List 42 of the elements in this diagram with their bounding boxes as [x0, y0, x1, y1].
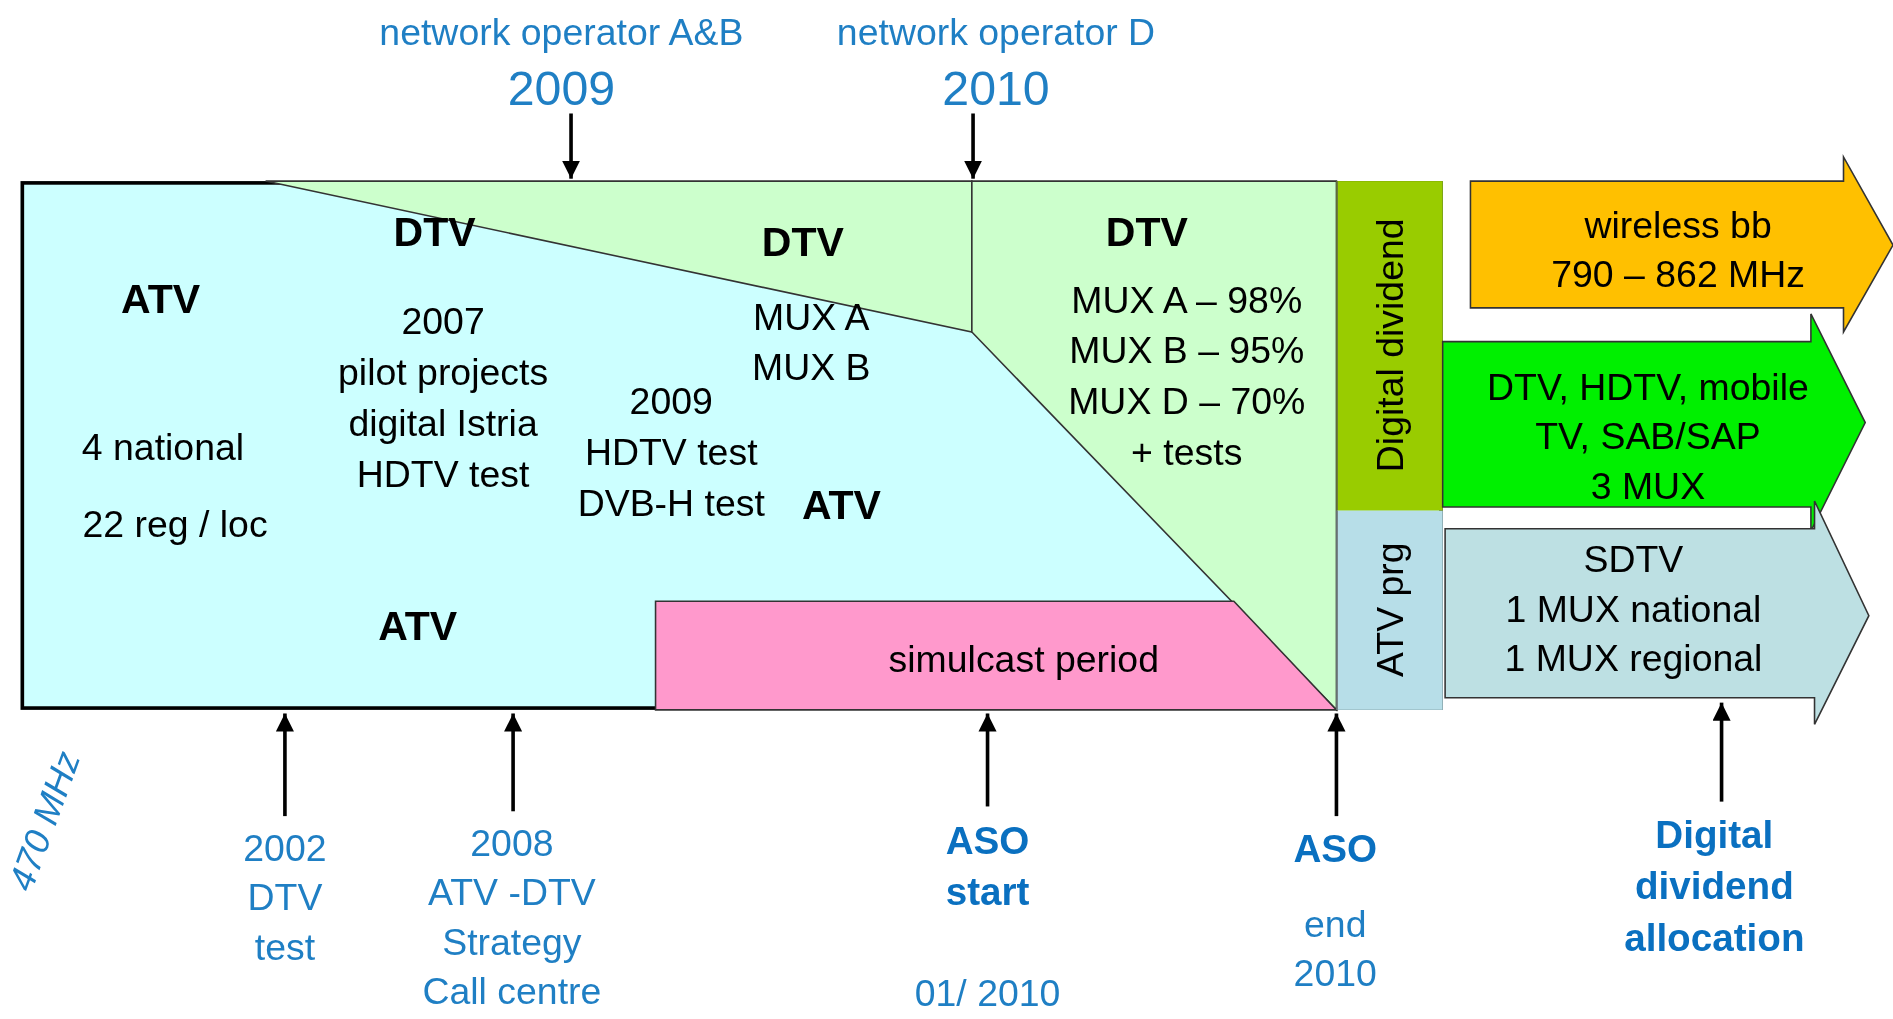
milestone-label: ASO: [1293, 826, 1378, 873]
arrow: [504, 713, 523, 812]
spectrum-bar: [1336, 510, 1443, 710]
arrow: [964, 113, 983, 179]
arrow-shape: [1445, 501, 1869, 725]
milestone-label: Digital dividend allocation: [1624, 811, 1805, 962]
note-text: MUX A – 98% MUX B – 95% MUX D – 70% + tests: [1068, 277, 1306, 476]
note-text: 22 reg / loc: [82, 502, 268, 548]
arrow: [1712, 702, 1731, 802]
spectrum-bar: [1336, 181, 1443, 511]
arrow: [275, 713, 294, 817]
region-label: DTV: [393, 207, 476, 257]
date-label: end 2010: [1293, 902, 1377, 997]
bar-label: Digital dividend: [1368, 218, 1413, 473]
bar-label: ATV prg: [1368, 542, 1413, 677]
milestone-label: 2002 DTV test: [243, 826, 327, 971]
arrow-label: DTV, HDTV, mobile TV, SAB/SAP 3 MUX: [1487, 364, 1809, 510]
arrow: [562, 113, 581, 179]
arrow-label: SDTV 1 MUX national 1 MUX regional: [1504, 537, 1763, 682]
chart-frame: [20, 181, 1443, 710]
region-label: DTV: [1105, 207, 1188, 257]
operator-label: network operator A&B: [379, 9, 744, 56]
date-label: 01/ 2010: [914, 970, 1061, 1017]
operator-label: network operator D: [836, 9, 1156, 56]
year-label: 2010: [942, 60, 1050, 117]
region-label: ATV: [121, 274, 201, 324]
region-label: ATV: [378, 601, 458, 651]
frequency-label: 470 MHz: [0, 745, 89, 897]
milestone-label: ASO start: [945, 817, 1030, 916]
note-text: 4 national: [81, 425, 245, 471]
year-label: 2009: [507, 60, 616, 117]
milestone-label: 2008 ATV -DTV Strategy Call centre: [422, 821, 602, 1015]
region-label: DTV: [761, 217, 844, 267]
arrow: [1327, 713, 1346, 817]
band-label: simulcast period: [888, 637, 1159, 683]
region-label: ATV: [801, 480, 881, 530]
arrow-shape: [1470, 156, 1893, 332]
period-band: [655, 601, 1337, 710]
wedge-region: [265, 181, 972, 332]
note-text: 2007 pilot projects digital Istria HDTV test: [338, 299, 549, 497]
arrow: [978, 713, 997, 807]
arrow-label: wireless bb 790 – 862 MHz: [1551, 203, 1805, 298]
